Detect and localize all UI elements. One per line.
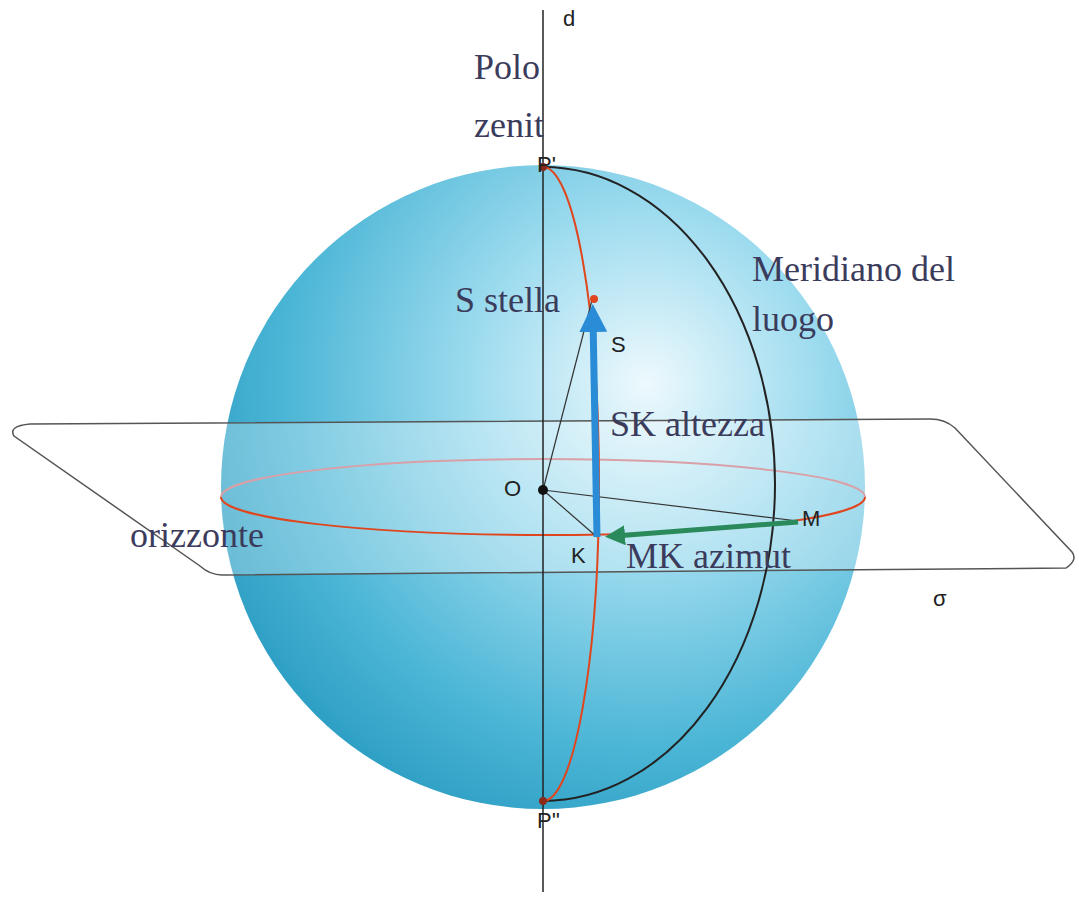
point-letter: O: [504, 476, 521, 502]
point-letter: K: [571, 543, 586, 569]
center-dot: [538, 485, 548, 495]
pole-label: Polo zenit: [474, 38, 584, 154]
azimuth-arrow: [615, 522, 798, 536]
radius-om: [543, 490, 798, 521]
point-letter: P'': [537, 808, 560, 834]
azimuth-label: MK azimut: [626, 534, 791, 578]
radius-ok: [543, 490, 597, 537]
star-meridian: [543, 167, 599, 801]
star-dot: [590, 295, 598, 303]
altitude-label: SK altezza: [610, 402, 765, 446]
point-letter: M: [802, 506, 820, 532]
horizon-label: orizzonte: [130, 513, 264, 557]
radius-os: [543, 300, 592, 490]
meridian-label: Meridiano del luogo: [752, 244, 962, 344]
plane-letter: σ: [933, 586, 947, 612]
point-letter: S: [611, 332, 626, 358]
point-letter: P': [537, 152, 556, 178]
star-label: S stella: [455, 278, 560, 322]
pole-dot: [539, 797, 547, 805]
local-meridian: [543, 167, 775, 801]
altitude-arrow: [593, 318, 597, 537]
axis-letter: d: [563, 6, 575, 32]
